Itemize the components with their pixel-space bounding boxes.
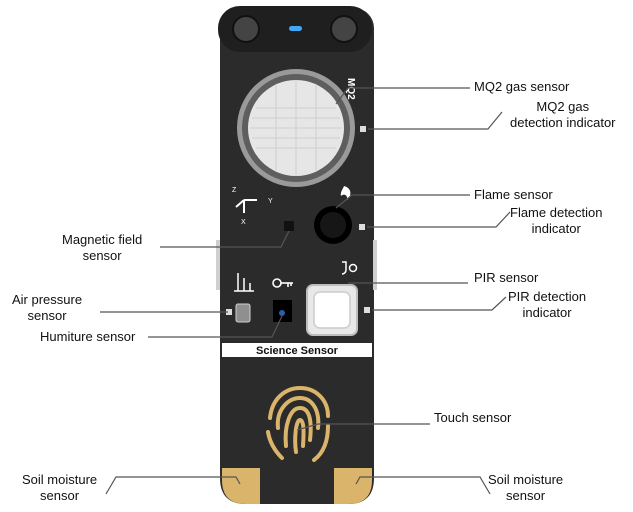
label-text: Humiture sensor (40, 329, 136, 344)
mount-hole-left (232, 15, 260, 43)
name-strip (222, 343, 372, 357)
humiture-dot (279, 310, 285, 316)
label-humiture: Humiture sensor (40, 329, 135, 345)
label-text: Magnetic field (62, 232, 143, 247)
label-text: Soil moisture (488, 472, 564, 487)
mq2-marking: MQ2 (345, 78, 356, 100)
mount-hole-right (330, 15, 358, 43)
label-magnetic-field: Magnetic field sensor (62, 232, 142, 264)
axis-x: X (241, 219, 246, 226)
pir-icon (341, 261, 358, 275)
soil-moisture-pad-left (222, 468, 260, 504)
label-text: Soil moisture (22, 472, 98, 487)
label-text: MQ2 gas (536, 99, 590, 114)
air-pressure-led (226, 309, 232, 315)
label-text: Air pressure (12, 292, 83, 307)
label-mq2-gas-sensor: MQ2 gas sensor (474, 79, 569, 95)
air-pressure-icon (234, 273, 254, 292)
label-air-pressure: Air pressure sensor (12, 292, 82, 324)
label-soil-right: Soil moisture sensor (488, 472, 563, 504)
axis-symbol (235, 199, 257, 213)
label-text: sensor (82, 248, 122, 263)
magnetic-field-chip (284, 221, 294, 231)
label-pir-indicator: PIR detection indicator (508, 289, 586, 321)
label-text: indicator (531, 221, 581, 236)
flame-indicator-led (359, 224, 365, 230)
axis-y: Y (268, 198, 273, 205)
label-text: detection indicator (510, 115, 616, 130)
flame-icon (340, 186, 351, 200)
leader-lines (100, 87, 511, 495)
mq2-indicator-led (360, 126, 366, 132)
label-text: Flame detection (510, 205, 603, 220)
side-notch-right (373, 240, 377, 290)
label-soil-left: Soil moisture sensor (22, 472, 97, 504)
axis-z: Z (232, 187, 237, 194)
label-text: Touch sensor (434, 410, 512, 425)
board-name: Science Sensor (256, 345, 339, 357)
label-flame-indicator: Flame detection indicator (510, 205, 603, 237)
label-text: indicator (522, 305, 572, 320)
pir-lens (313, 291, 351, 329)
flame-lens (320, 212, 346, 238)
label-text: Flame sensor (474, 187, 553, 202)
pir-indicator-led (364, 307, 370, 313)
label-touch: Touch sensor (434, 410, 511, 426)
soil-moisture-pad-right (334, 468, 372, 504)
label-text: MQ2 gas sensor (474, 79, 570, 94)
humiture-icon (272, 278, 293, 288)
label-text: sensor (27, 308, 67, 323)
label-mq2-indicator: MQ2 gas detection indicator (510, 99, 616, 131)
mq2-mesh-pattern (250, 80, 342, 176)
label-text: sensor (40, 488, 80, 503)
side-notch-left (216, 240, 220, 290)
air-pressure-sensor (235, 303, 251, 323)
label-text: PIR detection (508, 289, 587, 304)
label-pir-sensor: PIR sensor (474, 270, 538, 286)
label-text: PIR sensor (474, 270, 539, 285)
status-led (289, 26, 302, 31)
label-text: sensor (506, 488, 546, 503)
label-flame-sensor: Flame sensor (474, 187, 553, 203)
